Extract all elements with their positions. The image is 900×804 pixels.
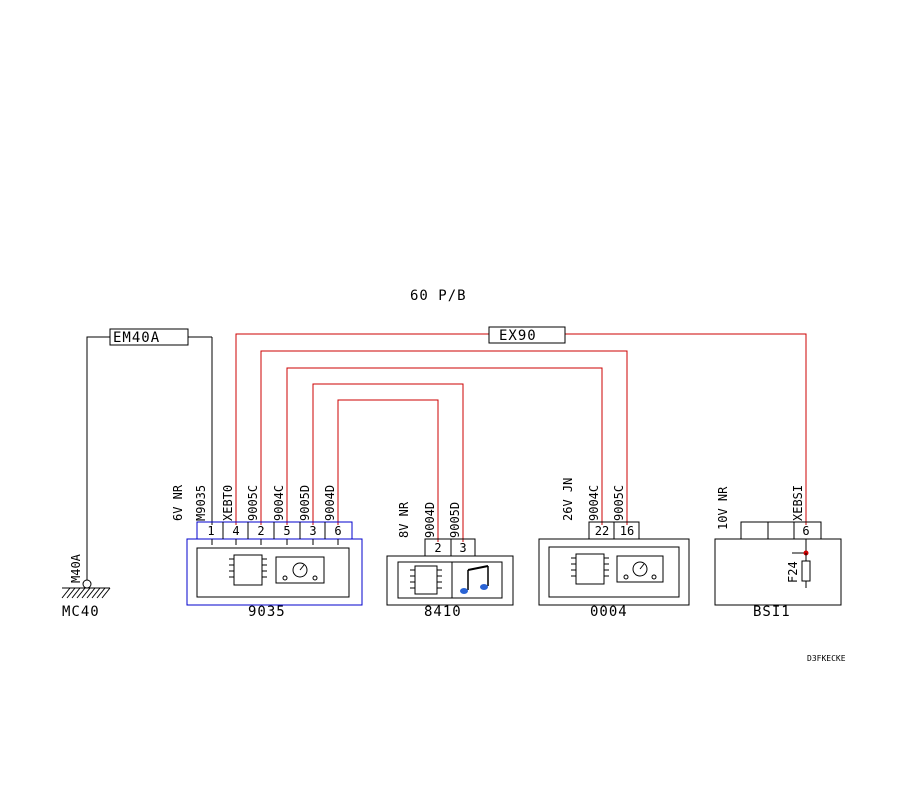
chip-icon xyxy=(229,554,267,586)
wire-label-9005d-a: 9005D xyxy=(298,485,312,521)
component-0004-name: 0004 xyxy=(590,604,628,620)
ground-wire xyxy=(86,336,213,580)
connector-ex90-label: EX90 xyxy=(499,328,537,344)
wire-label-9004d-b: 9004D xyxy=(423,502,437,538)
ground-wire-label: M40A xyxy=(69,553,83,583)
connector-ex90 xyxy=(488,326,566,344)
wire-label-9005d-b: 9005D xyxy=(448,502,462,538)
fuse-icon xyxy=(792,539,811,588)
component-9035-name: 9035 xyxy=(248,604,286,620)
component-bsi1-name: BSI1 xyxy=(753,604,791,620)
component-8410-name: 8410 xyxy=(424,604,462,620)
component-9035 xyxy=(186,521,363,606)
fuse-label: F24 xyxy=(786,561,800,583)
component-8410-connector: 8V NR xyxy=(397,501,411,538)
pin-9035-4: 4 xyxy=(232,524,239,538)
pin-8410-2: 2 xyxy=(434,541,441,555)
wire-label-xebsi: XEBSI xyxy=(791,485,805,521)
wire-label-9004c-b: 9004C xyxy=(587,485,601,521)
diagram-reference: D3FKECKE xyxy=(807,654,846,663)
pin-8410-3: 3 xyxy=(459,541,466,555)
music-note-icon xyxy=(460,565,489,594)
pin-0004-16: 16 xyxy=(620,524,634,538)
component-0004-connector: 26V JN xyxy=(561,478,575,521)
wire-label-xebt0: XEBT0 xyxy=(221,485,235,521)
wire-label-9004c-a: 9004C xyxy=(272,485,286,521)
ground-symbol xyxy=(61,579,111,599)
wire-label-9005c-b: 9005C xyxy=(612,485,626,521)
pin-9035-6: 6 xyxy=(334,524,341,538)
pin-bsi1-6: 6 xyxy=(802,524,809,538)
connector-em40a-label: EM40A xyxy=(113,330,160,346)
diagram-title: 60 P/B xyxy=(410,288,467,304)
component-bsi1 xyxy=(714,521,842,606)
component-bsi1-connector: 10V NR xyxy=(716,486,730,530)
red-wires xyxy=(235,333,807,542)
connector-em40a xyxy=(109,328,189,346)
gauge-icon xyxy=(275,556,325,584)
chip-icon xyxy=(410,565,442,595)
component-0004 xyxy=(538,521,690,606)
ground-name: MC40 xyxy=(62,604,100,620)
chip-icon xyxy=(571,553,609,585)
wire-label-9005c-a: 9005C xyxy=(246,485,260,521)
gauge-icon xyxy=(616,555,664,583)
wire-label-m9035: M9035 xyxy=(194,485,208,521)
wire-label-9004d-a: 9004D xyxy=(323,485,337,521)
pin-9035-3: 3 xyxy=(309,524,316,538)
pin-9035-2: 2 xyxy=(257,524,264,538)
pin-9035-5: 5 xyxy=(283,524,290,538)
pin-9035-1: 1 xyxy=(207,524,214,538)
component-8410 xyxy=(386,538,514,606)
pin-0004-22: 22 xyxy=(595,524,609,538)
component-9035-connector: 6V NR xyxy=(171,484,185,521)
